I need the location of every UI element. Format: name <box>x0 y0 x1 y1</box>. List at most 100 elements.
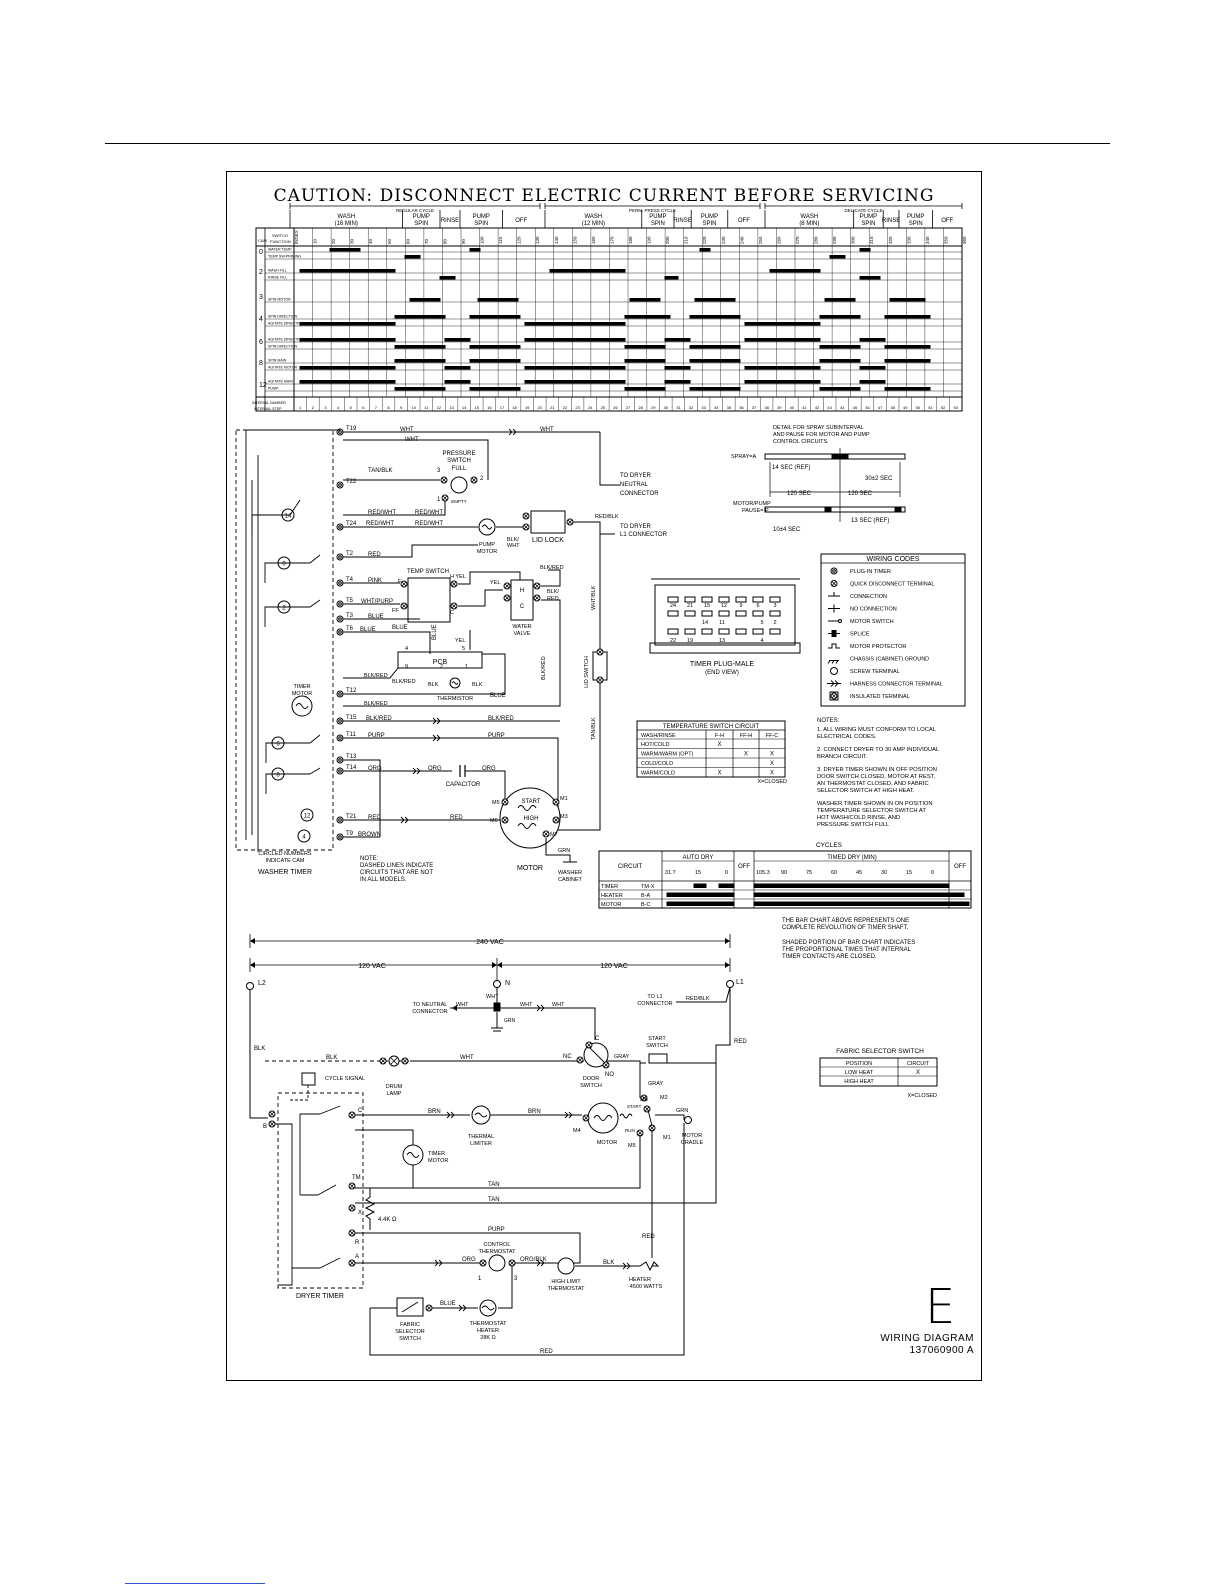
harness-connector <box>540 1004 545 1012</box>
temp-switch-label: TEMP SWITCH <box>407 569 449 575</box>
contact-closed-bar <box>394 345 446 349</box>
terminal-mark <box>523 513 529 519</box>
phase-label: PUMP <box>860 214 877 220</box>
wire-blk-red-2 <box>343 667 399 679</box>
water-valve-box <box>510 579 534 621</box>
contact-closed-bar <box>859 380 886 384</box>
pause-subinterval <box>894 506 902 513</box>
function-label: PUMP <box>268 387 279 391</box>
wire-label: BLK/RED <box>540 565 564 571</box>
degree-tick: 240 <box>739 236 744 244</box>
plug-pin-label: 14 <box>702 620 708 626</box>
motor-start-label: START <box>521 799 540 805</box>
plug-pin-label: 6 <box>756 603 759 609</box>
plug-pin <box>684 596 696 603</box>
contact-closed-bar <box>769 269 821 273</box>
pin-label: M5 <box>492 800 500 806</box>
wire-label: GRN <box>676 1108 688 1114</box>
degree-tick: 140 <box>554 236 559 244</box>
wire-grn-cradle <box>655 1114 685 1120</box>
fabric-cell: HIGH HEAT <box>844 1079 874 1085</box>
thermostat-heater-label: HEATER <box>477 1328 499 1334</box>
code-symbol <box>828 643 840 649</box>
wire-label: TAN/BLK <box>368 468 393 474</box>
plug-pin-label: 15 <box>704 603 710 609</box>
water-valve-label: VALVE <box>514 631 531 637</box>
wire-label: BLK/ <box>507 537 519 543</box>
terminal-label: T9 <box>346 831 354 837</box>
neutral-splice <box>493 1002 501 1012</box>
plug-pin <box>667 610 679 617</box>
interval-step: 11 <box>424 405 429 410</box>
cycle-signal-label: CYCLE SIGNAL <box>325 1076 365 1082</box>
contact-closed-bar <box>859 248 871 252</box>
voltage-240: 240 VAC <box>476 939 504 946</box>
plug-pin-label: 11 <box>719 620 725 626</box>
interval-step: 1 <box>299 405 302 410</box>
temp-table-cell: X <box>744 752 748 758</box>
cam-header: CAM <box>258 238 267 243</box>
wire-grn <box>545 838 571 862</box>
terminal-mark <box>641 1095 647 1101</box>
cycles-note: TIMER CONTACTS ARE CLOSED. <box>782 954 877 960</box>
function-label: SPIN DIRECTION <box>268 315 298 319</box>
wire-label: GRN <box>504 1018 516 1024</box>
wiring-codes-box <box>820 553 966 707</box>
cam-number: 12 <box>259 382 267 389</box>
wire-label: PURP <box>488 1227 505 1233</box>
connector-label: CONNECTOR <box>620 491 659 497</box>
wire-red-blk <box>676 986 731 1003</box>
diagram-sheet: CAUTION: DISCONNECT ELECTRIC CURRENT BEF… <box>226 171 982 1381</box>
contact-closed-bar <box>624 359 666 363</box>
terminal-mark <box>543 831 549 837</box>
interval-step: 40 <box>790 405 795 410</box>
cycle-name: PERM. PRESS CYCLE <box>629 208 676 213</box>
timer-plug-sub: (END VIEW) <box>705 670 739 676</box>
wire-label: BLK/RED <box>366 716 392 722</box>
contact-closed-bar <box>394 359 446 363</box>
contact-closed-bar <box>664 366 691 370</box>
arrow-head <box>725 938 730 944</box>
contact-closed-bar <box>299 366 396 370</box>
cycles-timed-tick: 60 <box>831 870 837 876</box>
contact-closed-bar <box>624 387 666 391</box>
interval-step: 43 <box>827 405 832 410</box>
pin-label: M2 <box>660 1095 668 1101</box>
timer-blade-tm <box>317 1184 337 1196</box>
temp-table-cell: X <box>770 771 774 777</box>
cam-switch-blade <box>309 767 321 775</box>
winding-curve <box>406 1152 420 1158</box>
wire-label: RED <box>540 1349 553 1355</box>
function-label: WATER TEMP <box>268 248 292 252</box>
cycles-bar <box>693 883 707 888</box>
pin-label: FF <box>392 608 399 614</box>
contact-closed-bar <box>524 366 626 370</box>
contact-closed-bar <box>444 380 471 384</box>
cycles-auto-tick: 31.7 <box>665 870 676 876</box>
terminal-mark <box>831 581 837 586</box>
terminal-mark <box>441 477 447 483</box>
plug-in-center <box>338 602 342 606</box>
function-label: RINSE FILL <box>268 276 287 280</box>
code-symbol <box>831 660 835 664</box>
degree-tick: 310 <box>869 236 874 244</box>
wire-label: BLUE <box>368 614 384 620</box>
wire-label: RED/WHT <box>366 521 394 527</box>
harness-connector <box>830 680 835 687</box>
cam-switch-blade <box>289 499 301 516</box>
wire-yel <box>458 571 521 585</box>
lid-lock-box <box>530 510 566 534</box>
phase-label: (12 MIN) <box>582 221 605 227</box>
terminal-mark <box>401 603 407 609</box>
door-switch <box>583 1042 609 1068</box>
harness-connector <box>404 816 409 824</box>
harness-connector <box>432 734 437 742</box>
phase-label: PUMP <box>701 214 718 220</box>
contact-closed-bar <box>624 345 666 349</box>
contact-closed-bar <box>689 345 741 349</box>
wire-label: ORG <box>462 1257 476 1263</box>
terminal-mark <box>349 1230 355 1236</box>
wire-label: WHT <box>540 427 554 433</box>
